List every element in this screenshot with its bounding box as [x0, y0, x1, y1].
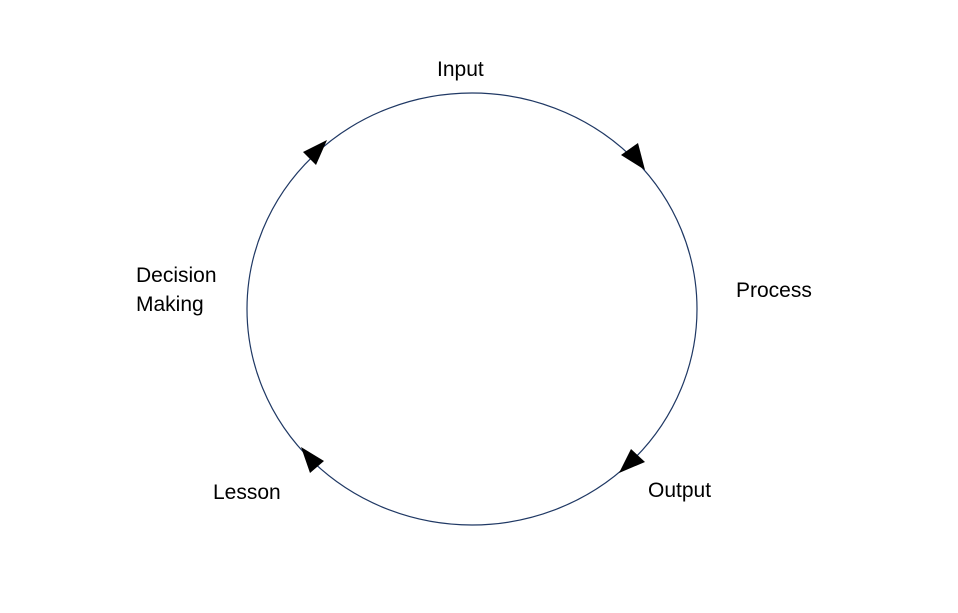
arrow-output-to-lesson [301, 447, 324, 473]
arrow-process-to-output [619, 449, 645, 473]
cycle-circle [246, 92, 698, 526]
arrow-input-to-process [621, 143, 645, 170]
stage-label-process: Process [736, 279, 812, 302]
stage-label-output: Output [648, 479, 712, 502]
stage-label-decision-line1: Decision [136, 264, 217, 287]
stage-label-decision-making: Decision Making [136, 261, 217, 319]
stage-label-decision-line2: Making [136, 293, 204, 316]
stage-label-lesson: Lesson [213, 481, 281, 504]
arrow-decision-to-input [303, 140, 327, 165]
stage-label-input: Input [437, 58, 484, 81]
